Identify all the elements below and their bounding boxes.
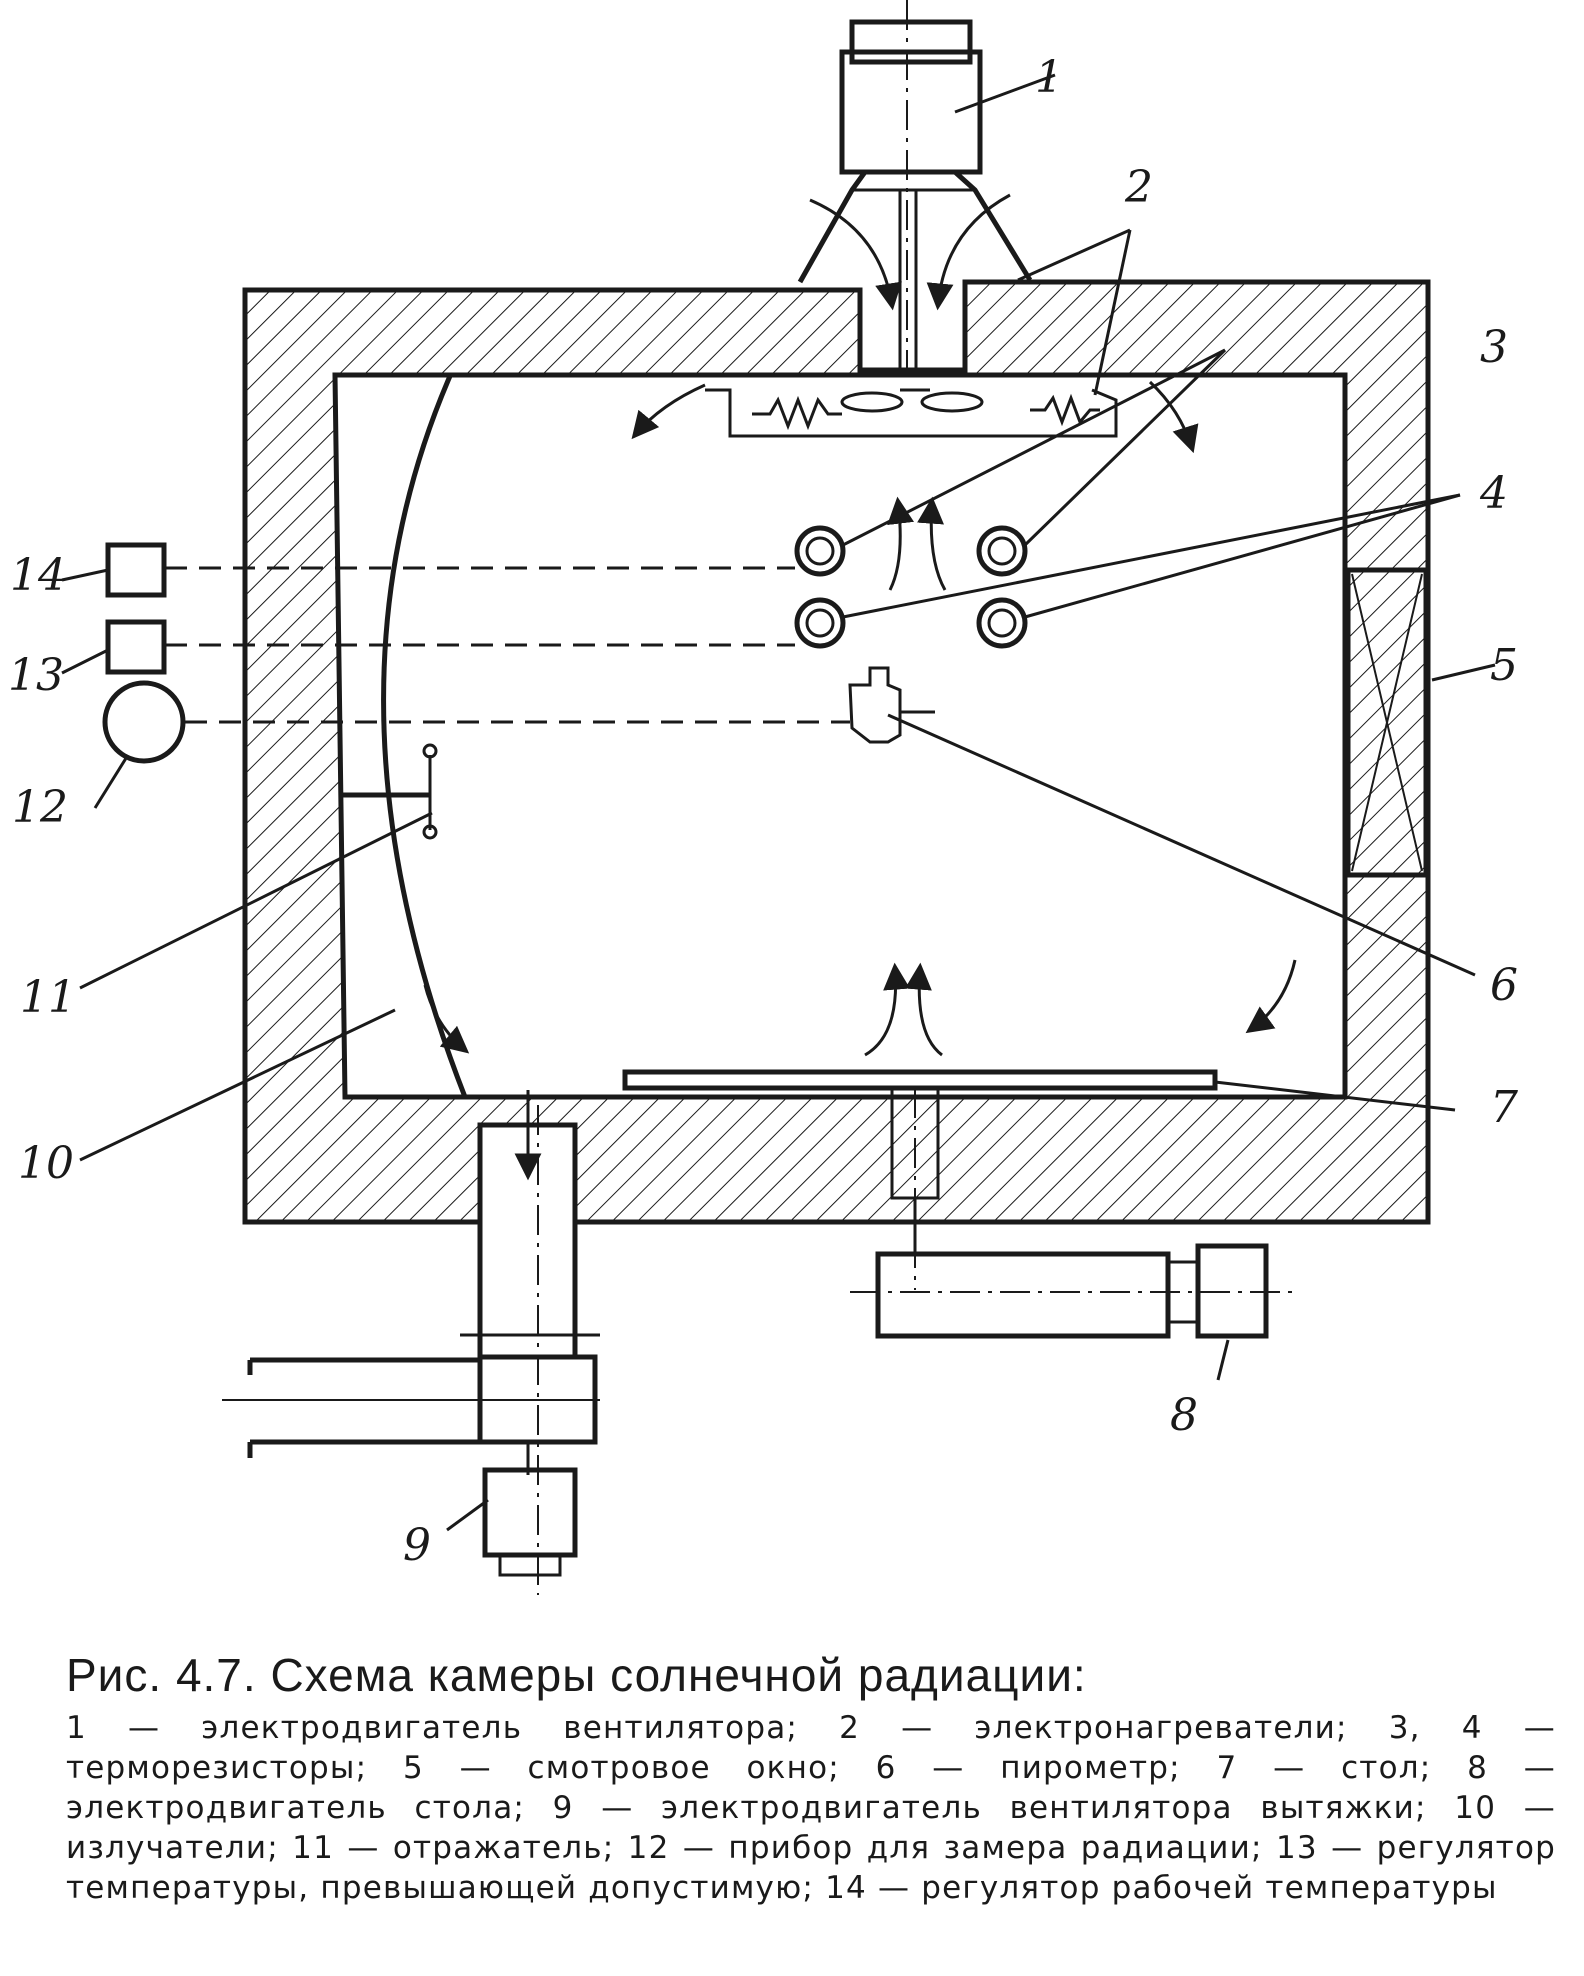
part-labels: 1 2 3 4 5 6 7 8 9 10 11 12 13 14 <box>8 52 1518 1571</box>
chamber-walls <box>242 279 1431 1225</box>
reflector-and-emitters <box>340 375 468 1098</box>
table-and-motor-8 <box>622 1069 1295 1339</box>
label-3: 3 <box>1480 322 1508 373</box>
control-instruments <box>102 542 186 764</box>
caption-legend: 1 — электродвигатель вентилятора; 2 — эл… <box>66 1710 1556 1906</box>
sensor-dashed-lines <box>165 566 850 724</box>
fan-motor-1 <box>797 0 1033 375</box>
label-8: 8 <box>1170 1390 1198 1441</box>
label-14: 14 <box>10 550 66 601</box>
viewing-window <box>1345 567 1429 878</box>
label-12: 12 <box>12 782 68 833</box>
label-5: 5 <box>1490 640 1518 691</box>
pyrometer <box>848 666 935 744</box>
fan-and-heaters <box>705 388 1118 438</box>
label-7: 7 <box>1490 1082 1518 1133</box>
label-10: 10 <box>18 1138 74 1189</box>
label-2: 2 <box>1124 162 1153 213</box>
air-flow-arrows <box>423 193 1297 1181</box>
label-4: 4 <box>1479 468 1508 519</box>
thermistors <box>794 525 1028 649</box>
figure-caption: Рис. 4.7. Схема камеры солнечной радиаци… <box>66 1648 1566 1908</box>
label-9: 9 <box>403 1520 431 1571</box>
solar-radiation-chamber-diagram: 1 2 3 4 5 6 7 8 9 10 11 12 13 14 <box>8 0 1518 1595</box>
label-13: 13 <box>8 650 64 701</box>
leader-lines <box>61 73 1496 1532</box>
caption-title: Рис. 4.7. Схема камеры солнечной радиаци… <box>66 1649 1087 1701</box>
label-6: 6 <box>1490 960 1518 1011</box>
exhaust-fan-9 <box>222 1105 600 1595</box>
label-1: 1 <box>1035 52 1063 103</box>
label-11: 11 <box>20 972 76 1023</box>
